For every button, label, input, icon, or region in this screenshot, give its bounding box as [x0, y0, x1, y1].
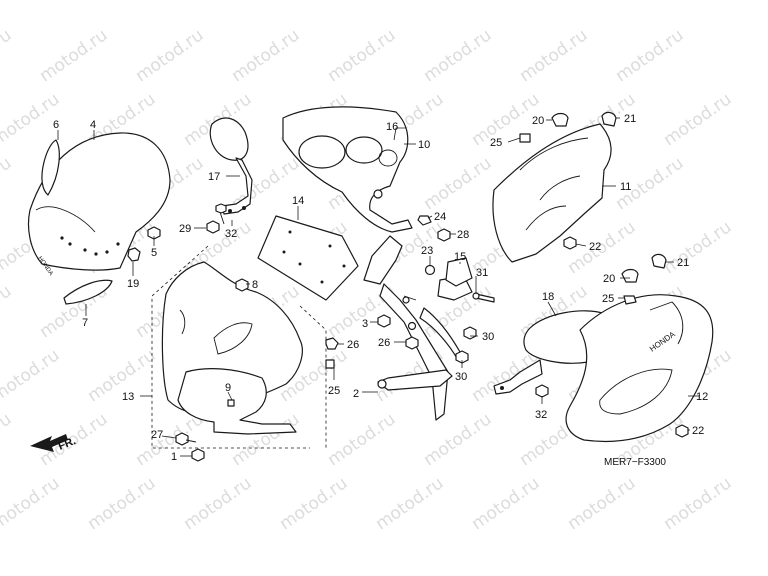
- callout-20-b: 20: [603, 273, 615, 285]
- bolt-27: [175, 432, 197, 446]
- small-lens-panel: [63, 279, 113, 305]
- windscreen-holes: [60, 236, 120, 256]
- callout-7: 7: [82, 317, 88, 329]
- nut-30-a: [463, 326, 477, 340]
- windscreen: [27, 132, 171, 271]
- callout-4: 4: [90, 119, 96, 131]
- leader-lines: [57, 117, 700, 457]
- clip-20-a: [551, 112, 569, 127]
- bolt-32-right: [535, 384, 549, 398]
- callout-9: 9: [225, 382, 231, 394]
- callout-11: 11: [620, 181, 631, 193]
- callout-22-b: 22: [692, 425, 704, 437]
- bolt-31: [472, 292, 495, 303]
- bolt-22-a: [563, 236, 577, 250]
- callout-26-b: 26: [378, 337, 390, 349]
- callout-26-a: 26: [347, 339, 359, 351]
- front-direction-arrow: [30, 434, 68, 452]
- left-mirror: [209, 117, 253, 215]
- callout-23: 23: [421, 245, 433, 257]
- callout-25-b: 25: [490, 137, 502, 149]
- assembly-bracket-13: [151, 245, 310, 449]
- screw-5: [147, 226, 161, 240]
- callout-8: 8: [252, 279, 258, 291]
- clip-21-b: [651, 253, 667, 269]
- callout-21-a: 21: [624, 113, 636, 125]
- callout-32-right: 32: [535, 409, 547, 421]
- bolt-1: [191, 448, 205, 462]
- callout-13: 13: [122, 391, 134, 403]
- callout-17: 17: [208, 171, 220, 183]
- grommet-23: [424, 264, 436, 276]
- clip-26-a: [325, 337, 339, 350]
- nut-3: [377, 314, 391, 328]
- upper-cowl-inner: [161, 261, 303, 435]
- clip-24: [417, 215, 432, 226]
- windscreen-side-strip: [41, 139, 60, 196]
- callout-19: 19: [127, 278, 139, 290]
- meter-panel: [282, 106, 413, 233]
- clip-26-b: [405, 336, 419, 350]
- callout-31: 31: [476, 267, 488, 279]
- callout-1: 1: [171, 451, 177, 463]
- callout-29: 29: [179, 223, 191, 235]
- callout-labels: 6 4 5 19 7 17 29 32 14 16 10 8 9 13 27 1…: [53, 113, 708, 463]
- callout-25-c: 25: [602, 293, 614, 305]
- well-nut-19: [127, 247, 141, 262]
- callout-18: 18: [542, 291, 554, 303]
- clip-8: [235, 278, 249, 292]
- callout-22-a: 22: [589, 241, 601, 253]
- side-cowl: HONDA: [565, 294, 714, 443]
- clip-20-b: [621, 268, 639, 283]
- callout-28: 28: [457, 229, 469, 241]
- callout-3: 3: [362, 318, 368, 330]
- diagram-code: MER7−F3300: [604, 457, 666, 468]
- callout-2: 2: [353, 388, 359, 400]
- callout-5: 5: [151, 247, 157, 259]
- bracket-15: [445, 257, 473, 287]
- callout-27: 27: [151, 429, 163, 441]
- callout-21-b: 21: [677, 257, 689, 269]
- callout-10: 10: [418, 139, 430, 151]
- callout-25-a: 25: [328, 385, 340, 397]
- bolt-29: [206, 220, 220, 234]
- callout-12: 12: [696, 391, 708, 403]
- callout-32-left: 32: [225, 228, 237, 240]
- callout-6: 6: [53, 119, 59, 131]
- bolt-32-left: [215, 203, 227, 225]
- clip-21-a: [601, 111, 617, 127]
- reinforcement-plate: [257, 215, 359, 301]
- callout-20-a: 20: [532, 115, 544, 127]
- bolt-22-b: [675, 424, 689, 438]
- clip-25-c: [623, 295, 637, 305]
- callout-15: 15: [454, 251, 466, 263]
- callout-30-b: 30: [455, 371, 467, 383]
- bolt-28: [437, 228, 451, 242]
- nut-30-b: [455, 350, 469, 364]
- clip-25-a: [325, 359, 335, 369]
- inner-panel: [492, 123, 612, 263]
- callout-24: 24: [434, 211, 446, 223]
- callout-14: 14: [292, 195, 304, 207]
- callout-16: 16: [386, 121, 398, 133]
- callout-30-a: 30: [482, 331, 494, 343]
